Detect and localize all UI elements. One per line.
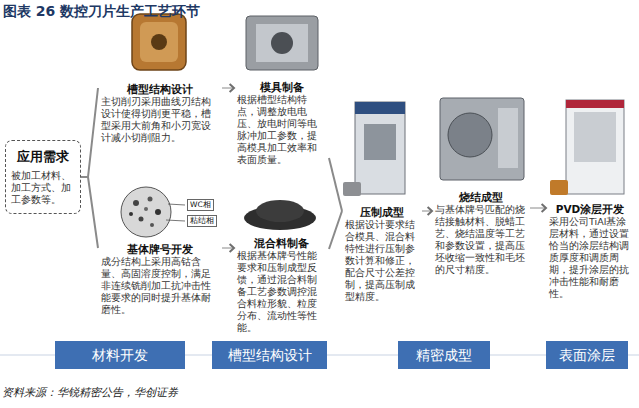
chevron-head <box>230 84 234 92</box>
furnace-picture <box>440 98 524 180</box>
node-heading: 应用需求 <box>11 148 75 166</box>
furnace-door <box>448 113 492 157</box>
die-picture <box>246 16 318 70</box>
connector-line <box>329 211 342 249</box>
callout-label: 粘结相 <box>187 215 217 227</box>
node-body: 根据基体牌号性能要求和压制成型反馈，通过混合料制备工艺参数调控混合料粒形貌、粒度… <box>237 250 326 334</box>
node-heading: 基体牌号开发 <box>101 242 219 256</box>
connector-line <box>81 177 98 248</box>
node-body: 被加工材料、加工方式、加工参数等。 <box>11 170 75 206</box>
insert-hole <box>151 34 167 50</box>
grain <box>133 200 139 206</box>
flow-connector <box>329 158 342 211</box>
node-body: 根据槽型结构特点，调整放电电压、放电时间等电脉冲加工参数，提高模具加工效率和表面… <box>237 94 326 166</box>
stage-band: 槽型结构设计 <box>212 341 327 369</box>
grain <box>148 197 153 202</box>
furnace-panel <box>498 108 518 168</box>
leader-line <box>168 204 185 205</box>
flow-connector <box>222 244 234 252</box>
furnace-body <box>440 98 524 180</box>
connector-line <box>530 208 546 209</box>
grain <box>150 223 154 227</box>
process-step: 模具制备根据槽型结构特点，调整放电电压、放电时间等电脉冲加工参数，提高模具加工效… <box>234 78 329 168</box>
process-step: 基体牌号开发成分结构上采用高钴含量、高固溶度控制，满足非连续铣削加工抗冲击性能要… <box>98 240 222 318</box>
pvd-stripe <box>566 100 624 108</box>
chevron-head <box>428 207 432 215</box>
process-step: 烧结成型与基体牌号匹配的烧结接触材料、脱蜡工艺、烧结温度等工艺和参数设置，提高压… <box>432 188 530 278</box>
node-body: 成分结构上采用高钴含量、高固溶度控制，满足非连续铣削加工抗冲击性能要求的同时提升… <box>101 256 219 316</box>
grain <box>129 212 133 216</box>
node-heading: 槽型结构设计 <box>101 82 219 96</box>
pvd-body <box>566 100 624 194</box>
flow-connector <box>81 177 98 248</box>
press-body <box>355 102 405 194</box>
insert-face <box>140 22 178 62</box>
die-face <box>256 24 308 62</box>
connector-line <box>81 88 98 177</box>
grain <box>139 217 144 222</box>
node-heading: PVD涂层开发 <box>549 202 631 216</box>
node-heading: 槽型结构设计 <box>228 346 312 364</box>
connector-line <box>329 158 342 211</box>
insert-picture <box>132 14 186 70</box>
flow-connector <box>222 84 234 92</box>
pvd-door <box>574 112 616 162</box>
node-heading: 材料开发 <box>92 346 148 364</box>
stage-band: 精密成型 <box>398 341 490 369</box>
node-heading: 模具制备 <box>237 80 326 94</box>
node-heading: 混合料制备 <box>237 236 326 250</box>
node-body: 主切削刃采用曲线刃结构设计使得切削更平稳，槽型采用大前角和小刃宽设计减小切削阻力… <box>101 96 219 144</box>
flow-connector <box>422 207 432 215</box>
callout-label: WC相 <box>187 199 214 211</box>
micro-circle <box>121 187 171 237</box>
node-heading: 精密成型 <box>416 346 472 364</box>
grain <box>144 207 148 211</box>
flow-connector <box>329 211 342 249</box>
flow-connector <box>81 88 98 177</box>
flow-connector <box>530 204 546 212</box>
die-body <box>246 16 318 70</box>
leader-line <box>166 220 185 221</box>
node-heading: 表面涂层 <box>559 346 615 364</box>
node-body: 采用公司TiAl基涂层材料，通过设置恰当的涂层结构调质厚度和调质周期，提升涂层的… <box>549 216 631 300</box>
process-step: 混合料制备根据基体牌号性能要求和压制成型反馈，通过混合料制备工艺参数调控混合料粒… <box>234 234 329 336</box>
press-picture <box>343 102 405 196</box>
press-part <box>343 182 361 196</box>
node-heading: 压制成型 <box>345 205 419 219</box>
microstructure-picture <box>121 187 185 237</box>
stage-band: 材料开发 <box>55 341 185 369</box>
grain <box>155 209 161 215</box>
chevron-head <box>230 244 234 252</box>
node-heading: 烧结成型 <box>435 190 527 204</box>
powder-picture <box>244 200 316 230</box>
source-caption: 资料来源：华锐精密公告，华创证券 <box>2 385 178 400</box>
die-hole <box>271 32 293 54</box>
press-window <box>364 124 396 160</box>
insert-body <box>132 14 186 70</box>
pvd-picture <box>550 100 624 195</box>
pvd-part <box>550 180 568 195</box>
process-step: 压制成型根据设计要求结合模具、混合料特性进行压制参数计算和修正，配合尺寸公差控制… <box>342 203 422 305</box>
requirement-box: 应用需求被加工材料、加工方式、加工参数等。 <box>5 140 81 214</box>
node-body: 与基体牌号匹配的烧结接触材料、脱蜡工艺、烧结温度等工艺和参数设置，提高压坯收缩一… <box>435 204 527 276</box>
chevron-head <box>542 204 546 212</box>
powder-top <box>256 200 304 222</box>
process-step: PVD涂层开发采用公司TiAl基涂层材料，通过设置恰当的涂层结构调质厚度和调质周… <box>546 200 634 302</box>
figure-title: 图表 26 数控刀片生产工艺环节 <box>3 3 200 21</box>
press-top <box>355 102 405 114</box>
stage-band: 表面涂层 <box>546 341 628 369</box>
node-body: 根据设计要求结合模具、混合料特性进行压制参数计算和修正，配合尺寸公差控制，提高压… <box>345 219 419 303</box>
process-step: 槽型结构设计主切削刃采用曲线刃结构设计使得切削更平稳，槽型采用大前角和小刃宽设计… <box>98 80 222 146</box>
